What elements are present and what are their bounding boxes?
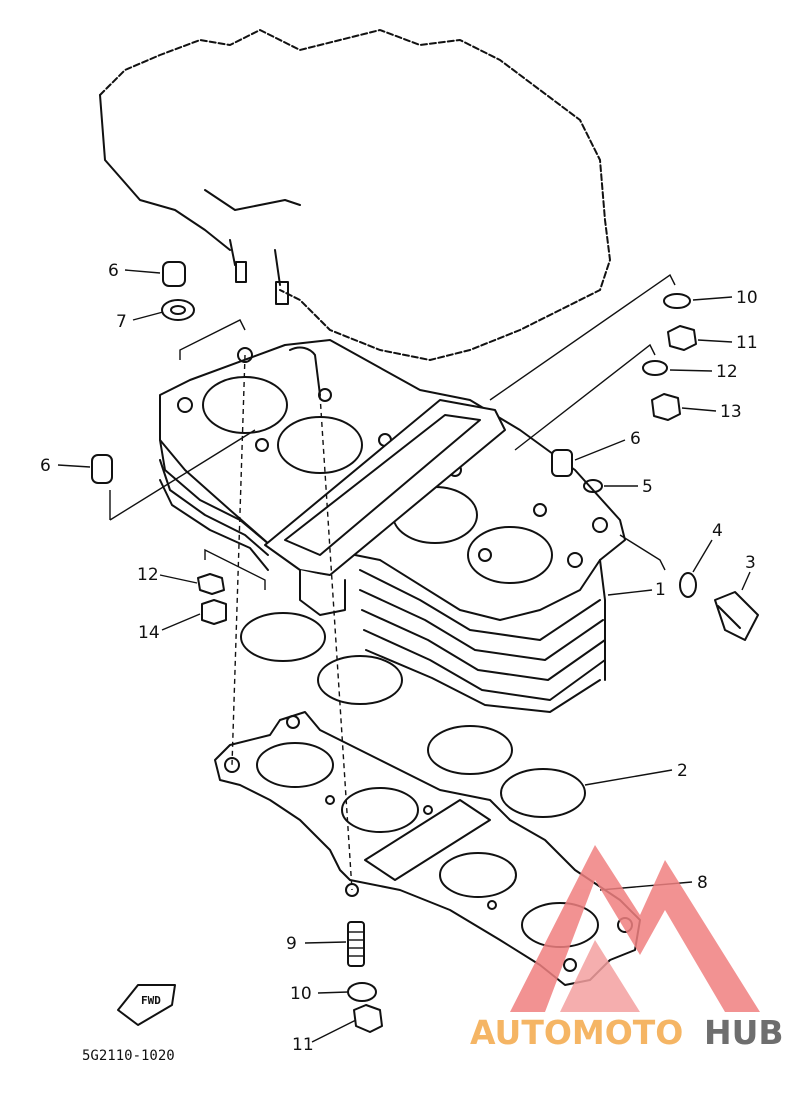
callout-6-upper-left: 6	[108, 261, 119, 281]
callout-12-right: 12	[716, 362, 738, 382]
callout-10-lower: 10	[290, 984, 312, 1004]
callout-8: 8	[697, 873, 708, 893]
front-marker-label: FWD	[141, 994, 161, 1007]
automotohub-watermark: AUTOMOTO HUB	[470, 845, 784, 1052]
diagram-code: 5G2110-1020	[82, 1048, 175, 1064]
callout-13: 13	[720, 402, 742, 422]
callout-7: 7	[116, 312, 127, 332]
crankcase-outline	[99, 29, 611, 361]
callout-10-upper-right: 10	[736, 288, 758, 308]
callout-12-left: 12	[137, 565, 159, 585]
callout-11-lower: 11	[292, 1035, 314, 1055]
callout-5: 5	[642, 477, 653, 497]
cylinder-gasket	[214, 711, 641, 986]
callout-2: 2	[677, 761, 688, 781]
callout-1: 1	[655, 580, 666, 600]
callout-labels: 6 7 6 12 14 10 11 12 13 6 5 4 3 1 2 8 9 …	[40, 261, 758, 1055]
callout-11-upper-right: 11	[736, 333, 758, 353]
callout-6-left: 6	[40, 456, 51, 476]
watermark-logo-triangle	[510, 845, 760, 1012]
watermark-text-part1: AUTOMOTO	[470, 1013, 683, 1052]
callout-9: 9	[286, 934, 297, 954]
callout-6-right: 6	[630, 429, 641, 449]
cylinder-block	[159, 339, 626, 713]
leader-lines	[57, 269, 751, 1043]
callout-14: 14	[138, 623, 160, 643]
callout-4: 4	[712, 521, 723, 541]
small-parts-lower	[347, 921, 383, 1033]
front-direction-marker: FWD	[117, 984, 176, 1026]
watermark-text-part2: HUB	[704, 1013, 784, 1052]
small-parts-upper-left	[91, 261, 227, 625]
o-rings	[240, 612, 586, 818]
small-parts-upper-right	[551, 293, 759, 641]
callout-3: 3	[745, 553, 756, 573]
